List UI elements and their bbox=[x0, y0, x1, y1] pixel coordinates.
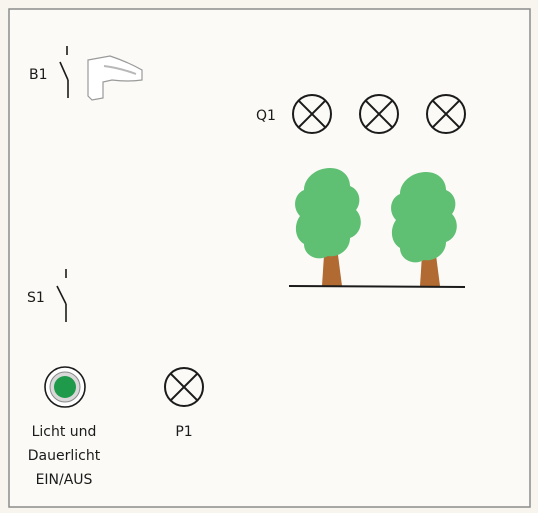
lamp-symbol-icon bbox=[359, 94, 399, 134]
button-caption-line-3: EIN/AUS bbox=[36, 472, 93, 488]
lamp-group-label: Q1 bbox=[256, 108, 276, 124]
lamp-symbol-icon bbox=[292, 94, 332, 134]
tree-icon bbox=[391, 172, 457, 286]
motion-sensor-label: B1 bbox=[29, 67, 48, 83]
indicator-lamp-icon bbox=[164, 367, 204, 407]
button-caption-line-2: Dauerlicht bbox=[28, 448, 101, 464]
motion-sensor-icon bbox=[87, 55, 143, 101]
indicator-lamp-label: P1 bbox=[175, 424, 192, 440]
ground-line bbox=[288, 285, 466, 288]
switch-contact-icon bbox=[56, 269, 67, 322]
lamp-symbol-icon bbox=[426, 94, 466, 134]
switch-label: S1 bbox=[27, 290, 45, 306]
motion-sensor-switch-icon bbox=[59, 46, 69, 98]
button-caption-line-1: Licht und bbox=[32, 424, 97, 440]
tree-icon bbox=[295, 168, 361, 286]
illuminated-pushbutton-icon[interactable] bbox=[44, 366, 86, 408]
